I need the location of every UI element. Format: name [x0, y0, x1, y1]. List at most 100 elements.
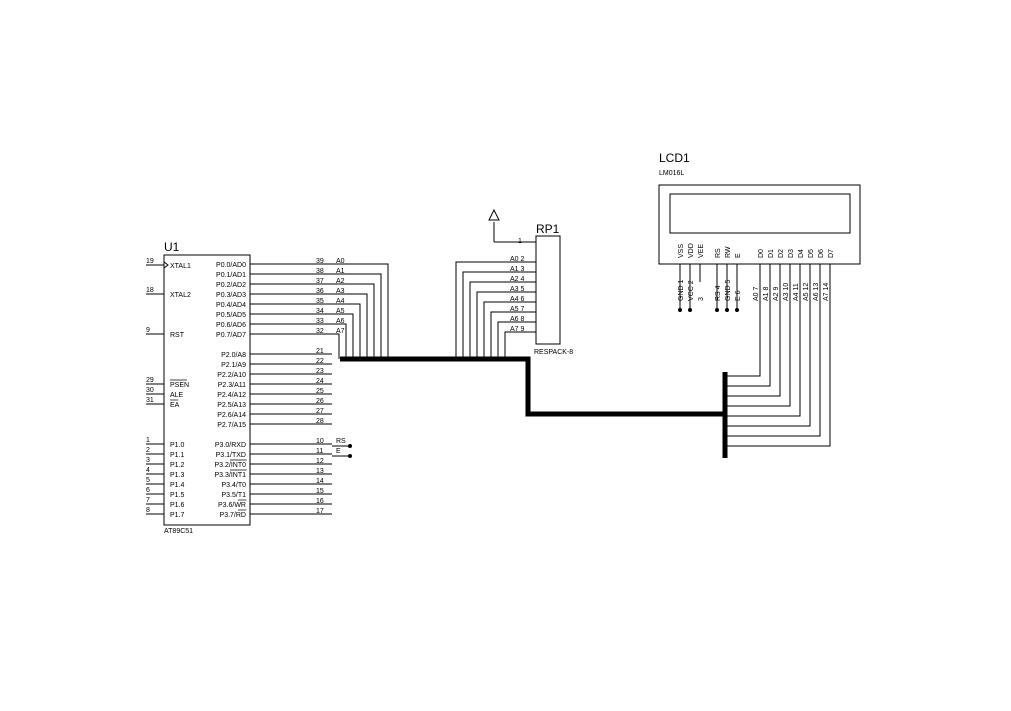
u1-left-pin-number: 31 — [146, 397, 154, 404]
rp1-pin-label: A7 9 — [510, 326, 525, 333]
u1-left-pin-name: P1.3 — [170, 472, 185, 479]
e-terminal — [348, 454, 352, 458]
u1-left-pin-number: 29 — [146, 377, 154, 384]
rp1-resistor-pack[interactable]: RP1 RESPACK-8 1 — [488, 208, 573, 356]
u1-left-pin-name: P1.0 — [170, 442, 185, 449]
lcd1-terminal-dot — [678, 308, 682, 312]
u1-right-pin-number: 14 — [316, 478, 324, 485]
lcd1-pin-name: RW — [725, 246, 732, 258]
rp1-pin-label: A2 4 — [510, 276, 525, 283]
u1-right-pin-number: 12 — [316, 458, 324, 465]
lcd1-left-label: RS 4 — [715, 285, 722, 301]
u1-right-pin-name: P2.6/A14 — [217, 412, 246, 419]
u1-right-pin-name: P2.2/A10 — [217, 372, 246, 379]
u1-right-pin-name: P2.4/A12 — [217, 392, 246, 399]
rp1-pin-label: A6 8 — [510, 316, 525, 323]
u1-right-pin-name: P3.7/RD — [220, 512, 246, 519]
lcd1-bus-wire — [725, 282, 811, 427]
p0-bus-wire — [332, 313, 354, 359]
p0-bus-wire — [332, 333, 340, 359]
lcd1-left-label: E 6 — [735, 290, 742, 301]
data-bus — [340, 356, 725, 417]
rp1-pin-label: A3 5 — [510, 286, 525, 293]
u1-part: AT89C51 — [164, 528, 193, 535]
u1-right-pin-name: P2.1/A9 — [221, 362, 246, 369]
lcd1-data-label: A0 7 — [753, 286, 760, 301]
u1-right-pin-name: P2.3/A11 — [218, 382, 246, 389]
u1-left-pin-number: 5 — [146, 477, 150, 484]
p0-bus-wire — [332, 323, 347, 359]
rp1-pin-label: A4 6 — [510, 296, 525, 303]
lcd1-pin-name: D7 — [828, 249, 835, 258]
u1-right-pin-number: 37 — [316, 278, 324, 285]
u1-net-label: A1 — [336, 268, 345, 275]
u1-left-pin-name: P1.1 — [170, 452, 185, 459]
u1-left-pin-name: XTAL1 — [170, 263, 191, 270]
rs-terminal — [348, 444, 352, 448]
u1-left-pin-name: ALE — [170, 392, 184, 399]
u1-left-pin-number: 4 — [146, 467, 150, 474]
lcd1-bus-wire — [725, 282, 791, 407]
xtal1-clock-marker — [163, 261, 169, 269]
u1-right-pin-name: P2.7/A15 — [217, 422, 246, 429]
u1-left-pin-name: P1.5 — [170, 492, 185, 499]
u1-right-pin-name: P3.5/T1 — [221, 492, 246, 499]
u1-right-pin-name: P0.4/AD4 — [216, 302, 246, 309]
u1-right-pin-number: 38 — [316, 268, 324, 275]
u1-chip[interactable]: U1 AT89C51 — [163, 240, 251, 535]
u1-right-pin-name: P0.1/AD1 — [216, 272, 246, 279]
lcd1-pin-name: RS — [715, 248, 722, 258]
lcd1-bus-wire — [725, 282, 761, 377]
u1-net-label: A0 — [336, 258, 345, 265]
p0-bus-wire — [332, 273, 382, 359]
u1-net-label: A2 — [336, 278, 345, 285]
lcd1-data-label: A2 9 — [773, 286, 780, 301]
u1-right-pin-number: 27 — [316, 408, 324, 415]
rp1-pin-wire — [469, 281, 536, 359]
u1-left-pin-number: 7 — [146, 497, 150, 504]
u1-left-pin-name: RST — [170, 332, 185, 339]
lcd1-part: LM016L — [659, 170, 684, 177]
u1-right-pin-name: P3.6/WR — [218, 502, 246, 509]
rp1-pin-wire — [483, 301, 536, 359]
rp1-pin-wire — [476, 291, 536, 359]
u1-right-pin-number: 36 — [316, 288, 324, 295]
rp1-common-pin: 1 — [518, 238, 522, 245]
u1-net-label: E — [336, 448, 341, 455]
lcd1-data-label: A4 11 — [793, 283, 800, 301]
u1-right-pin-name: P3.1/TXD — [216, 452, 246, 459]
p0-bus-wire — [332, 263, 389, 359]
u1-left-pin-number: 19 — [146, 258, 154, 265]
u1-net-label: A4 — [336, 298, 345, 305]
u1-left-pin-number: 1 — [146, 437, 150, 444]
u1-right-pin-number: 26 — [316, 398, 324, 405]
rp1-ref: RP1 — [536, 222, 560, 236]
lcd1-bus-wire — [725, 282, 771, 387]
lcd1-bus-wire — [725, 282, 821, 437]
rp1-pin-label: A0 2 — [510, 256, 525, 263]
u1-right-pin-number: 17 — [316, 508, 324, 515]
u1-right-pin-number: 10 — [316, 438, 324, 445]
rp1-pin-label: A1 3 — [510, 266, 525, 273]
u1-left-pin-name: P1.4 — [170, 482, 185, 489]
lcd1-pin-name: VDD — [688, 243, 695, 258]
u1-left-pins: 19XTAL118XTAL29RST29PSEN30ALE31EA1P1.02P… — [146, 258, 191, 519]
lcd1-terminal-dot — [735, 308, 739, 312]
lcd1-data-label: A5 12 — [803, 283, 810, 301]
rp1-pin-wire — [455, 261, 536, 359]
lcd1-pin-name: D4 — [798, 249, 805, 258]
u1-left-pin-number: 18 — [146, 287, 154, 294]
lcd1-bus-wire — [725, 282, 831, 447]
u1-left-pin-number: 3 — [146, 457, 150, 464]
u1-right-pin-name: P0.0/AD0 — [216, 262, 246, 269]
u1-right-pin-name: P2.0/A8 — [221, 352, 246, 359]
u1-net-label: A5 — [336, 308, 345, 315]
u1-body — [163, 254, 251, 526]
u1-right-pin-number: 28 — [316, 418, 324, 425]
u1-right-pin-name: P0.7/AD7 — [216, 332, 246, 339]
u1-right-pin-name: P3.3/INT1 — [214, 472, 246, 479]
lcd1-pin-name: VSS — [678, 244, 685, 258]
lcd1-terminal-dot — [688, 308, 692, 312]
